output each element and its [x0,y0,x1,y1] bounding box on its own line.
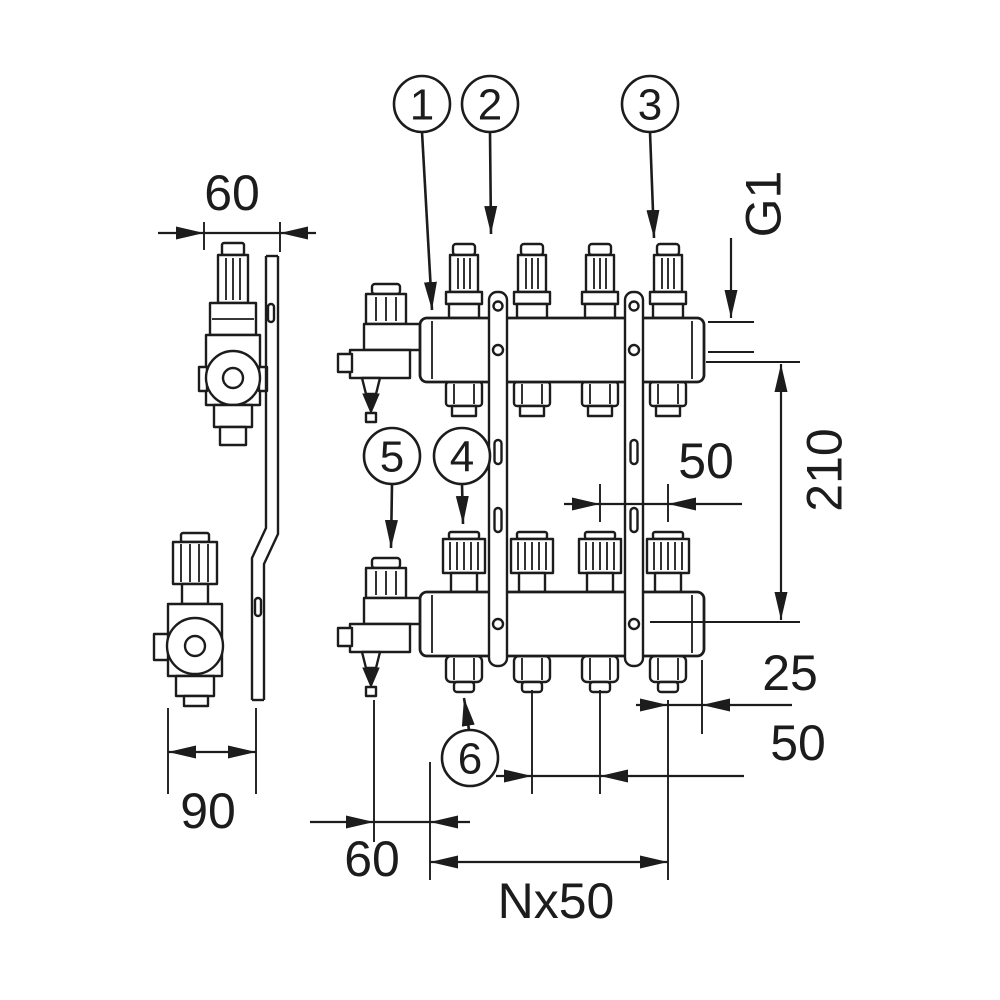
callout-4: 4 [432,426,492,525]
callout-3-number: 3 [638,80,662,129]
flow-meter-4 [648,242,688,320]
dimension-offset-25: 25 [636,645,818,734]
side-cap-dome [179,531,211,544]
side-valve-round-body-bottom [165,616,225,676]
union-nut-bottom-3 [580,654,620,694]
air-vent-drain-assembly-top [336,282,424,424]
air-vent-drain-assembly-bottom [336,556,424,698]
dimension-label-60-bottom: 60 [344,831,400,887]
callout-4-number: 4 [450,432,474,481]
valve-cap-1 [441,530,487,594]
dimension-label-60-side: 60 [204,165,260,221]
callout-5: 5 [362,426,422,549]
valve-cap-4 [645,530,691,594]
side-cap-neck [180,582,210,606]
flow-meter-2 [512,242,552,320]
dimension-label-25: 25 [762,645,818,701]
callout-2-number: 2 [478,80,502,129]
side-valve-round-body [204,349,262,407]
dimension-spacing-50-bottom: 50 [496,690,826,794]
dimension-label-g1: G1 [736,171,792,238]
callout-6: 6 [440,697,500,788]
bracket-slot [253,596,263,618]
dimension-drain-offset-60: 60 [310,700,470,887]
union-nut-top-1 [444,380,484,418]
dimension-side-width-60: 60 [158,165,316,252]
union-nut-top-2 [512,380,552,418]
callout-6-arrow [461,697,475,731]
side-flowmeter-cap [220,241,246,257]
callout-3: 3 [620,74,680,239]
callout-6-circle [440,728,500,788]
callout-1-arrow [420,131,437,311]
side-knurled-cap [171,540,219,586]
union-nut-top-4 [648,380,688,418]
dimension-thread-g1: G1 [708,171,792,353]
callout-6-number: 6 [458,734,482,783]
side-view-bottom-valve [152,531,225,708]
callout-2: 2 [460,74,520,235]
manifold-bar-top [418,316,706,384]
union-nut-top-3 [580,380,620,418]
dimension-height-210: 210 [650,361,853,623]
callout-1-number: 1 [410,80,434,129]
callout-5-circle [362,426,422,486]
union-nut-bottom-2 [512,654,552,694]
front-view-manifold [336,242,706,698]
valve-cap-3 [577,530,623,594]
dimension-label-90: 90 [180,783,236,839]
side-view [152,241,280,708]
callout-3-circle [620,74,680,134]
flow-meter-3 [580,242,620,320]
callout-5-arrow [384,483,398,549]
dimension-label-nx50: Nx50 [498,873,615,929]
mounting-bracket-strap-2 [623,290,645,668]
union-nut-bottom-4 [648,654,688,694]
callout-4-circle [432,426,492,486]
mounting-bracket-strap-1 [487,290,509,668]
callout-1: 1 [392,74,452,311]
dimension-label-50-bottom: 50 [770,715,826,771]
callout-3-arrow [646,131,660,239]
bracket-slot [266,302,276,324]
dimension-total-nx50: Nx50 [430,700,669,929]
callout-1-circle [392,74,452,134]
flow-meter-1 [444,242,484,320]
manifold-bar-bottom [418,590,706,658]
callout-5-number: 5 [380,432,404,481]
dimension-label-50-top: 50 [678,433,734,489]
valve-cap-2 [509,530,555,594]
dimension-spacing-50-top: 50 [564,433,742,522]
union-nut-bottom-1 [444,654,484,694]
callout-4-arrow [455,483,469,525]
side-view-mounting-bracket [250,254,280,702]
callout-2-arrow [484,131,498,235]
side-view-top-valve [197,241,269,447]
dimension-label-210: 210 [797,428,853,511]
dimension-side-depth-90: 90 [167,708,257,839]
callout-2-circle [460,74,520,134]
